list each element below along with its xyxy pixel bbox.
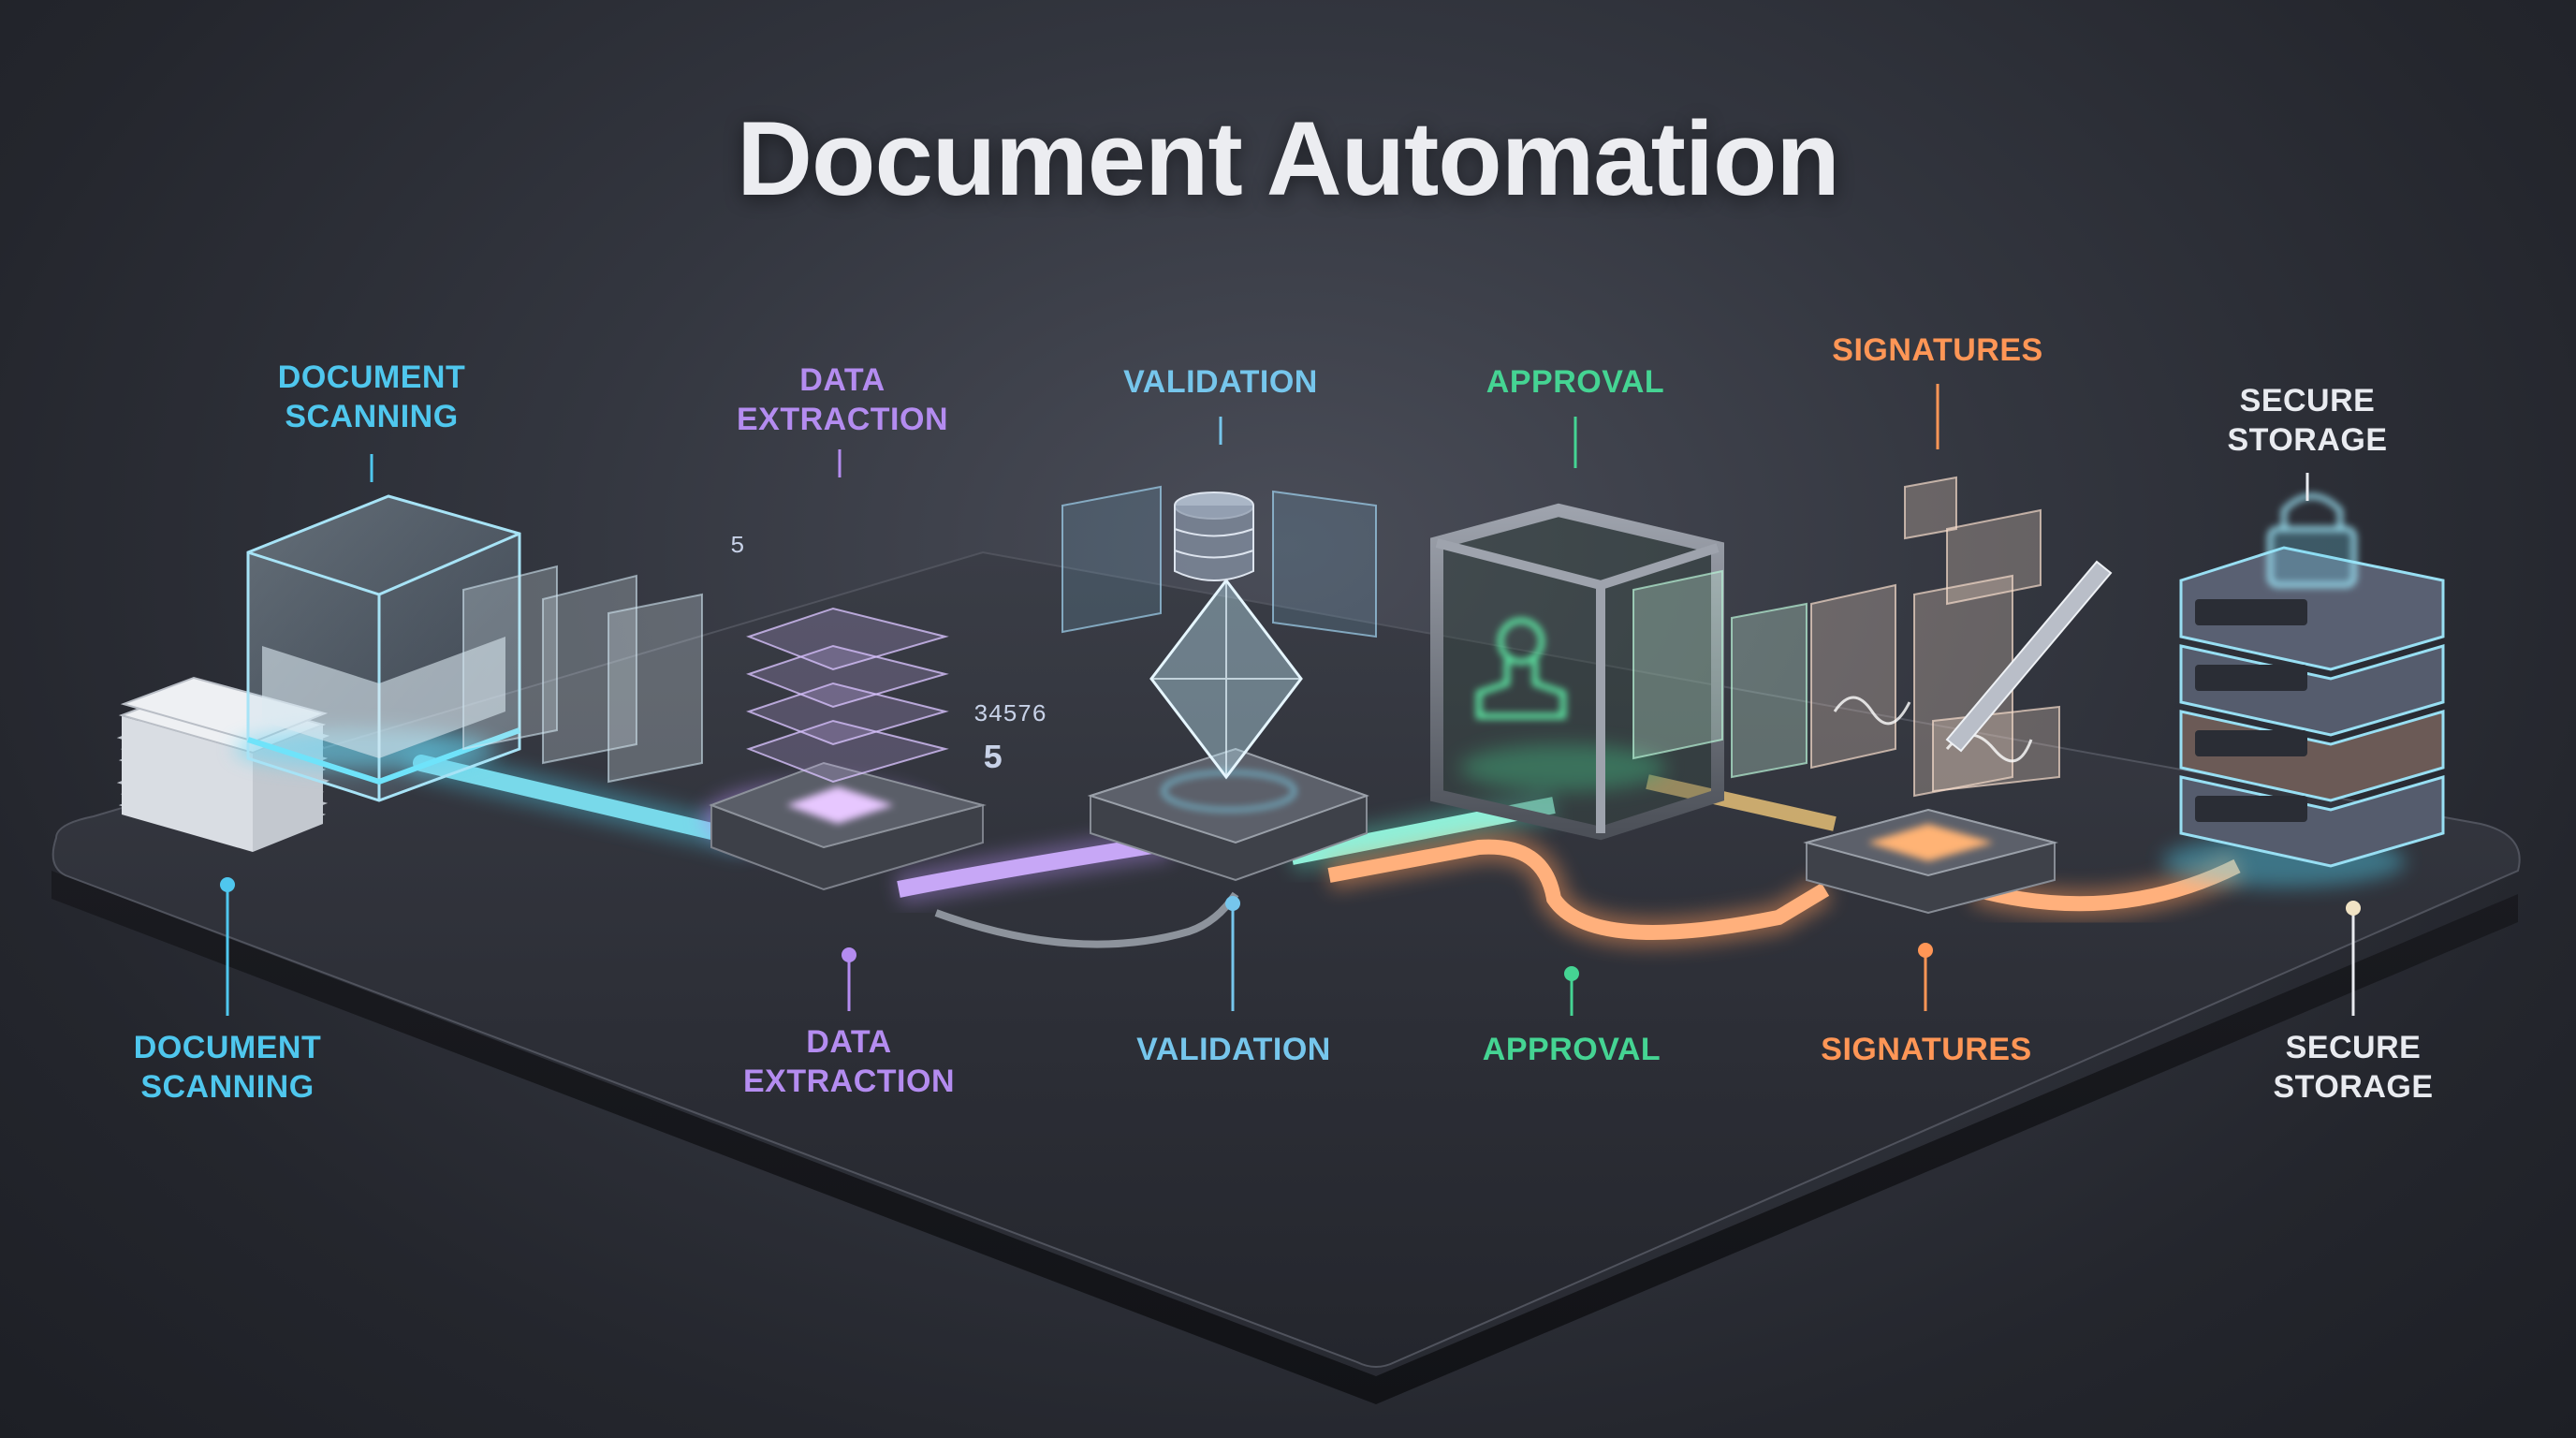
scanner-icon xyxy=(234,494,521,802)
approval-frame xyxy=(1430,503,1724,841)
platform xyxy=(51,550,2521,1368)
label-bottom-approval: APPROVAL xyxy=(1482,1032,1661,1067)
page-title: Document Automation xyxy=(737,100,1840,217)
label-bottom-signatures: SIGNATURES xyxy=(1821,1032,2032,1067)
paper-stack-icon xyxy=(116,676,330,852)
label-top-signatures: SIGNATURES xyxy=(1832,332,2043,368)
processor-chip-icon xyxy=(702,468,987,891)
pipes xyxy=(405,747,2245,948)
signature-icon xyxy=(1810,476,2060,798)
pen-icon xyxy=(1945,560,2113,753)
padlock-icon xyxy=(2267,493,2357,588)
server-rack-icon xyxy=(2162,546,2445,888)
svg-text:5: 5 xyxy=(730,532,745,560)
signature-station xyxy=(1803,476,2113,915)
scanned-sheets xyxy=(462,565,703,784)
label-top-validation: VALIDATION xyxy=(1123,364,1318,400)
label-top-approval: APPROVAL xyxy=(1486,364,1665,400)
svg-text:5: 5 xyxy=(983,740,1003,778)
label-bottom-validation: VALIDATION xyxy=(1136,1032,1331,1067)
validation-station xyxy=(1061,485,1377,882)
database-icon xyxy=(1174,492,1254,581)
svg-text:34576: 34576 xyxy=(973,700,1046,728)
leader-dots xyxy=(220,877,2361,981)
data-particles: 5 34576 5 xyxy=(730,532,1046,778)
leader-lines xyxy=(226,384,2355,1016)
validation-panels xyxy=(1061,485,1377,638)
document-sheets xyxy=(1632,569,1808,779)
approval-stamp-icon xyxy=(1476,618,1566,719)
